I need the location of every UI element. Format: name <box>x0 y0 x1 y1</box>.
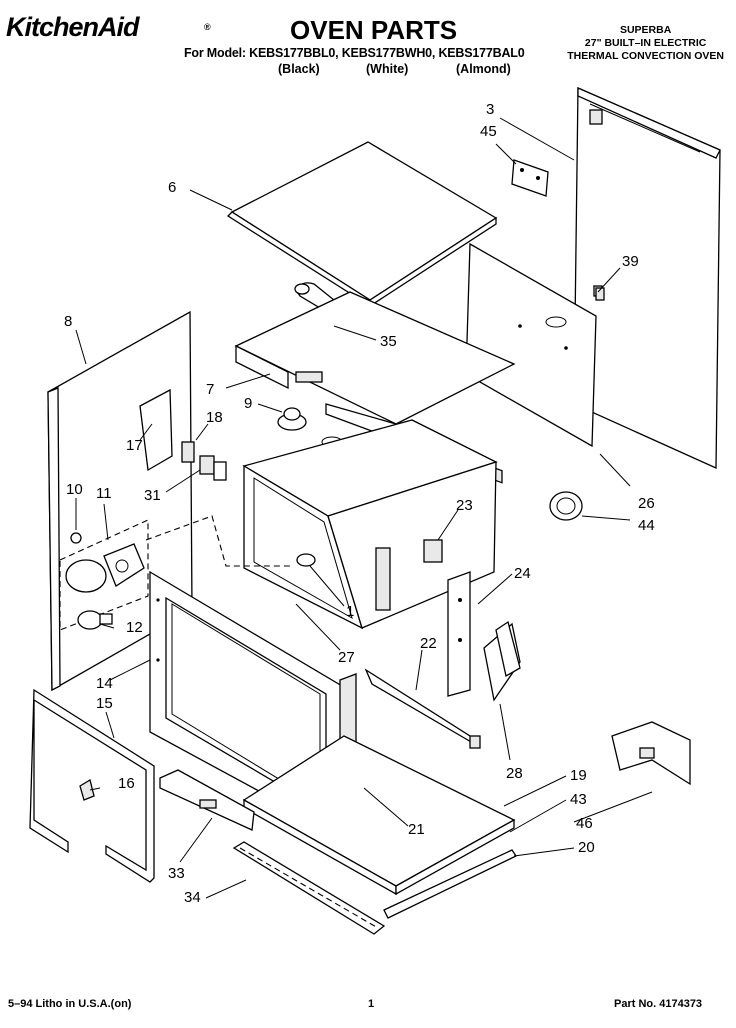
leader-lines <box>75 117 653 899</box>
callout-43: 43 <box>570 791 587 808</box>
callout-22: 22 <box>420 635 437 652</box>
callout-24: 24 <box>514 565 531 582</box>
bracket-45 <box>511 159 549 197</box>
clip-16 <box>79 778 95 801</box>
trim-33 <box>159 769 255 831</box>
callout-27: 27 <box>338 649 355 666</box>
page-title: OVEN PARTS <box>290 15 458 45</box>
footer-print-info: 5–94 Litho in U.S.A.(on) <box>8 998 132 1010</box>
switch-31 <box>199 455 215 475</box>
callout-19: 19 <box>570 767 587 784</box>
callout-26: 26 <box>638 495 655 512</box>
light-bulb-12 <box>77 610 113 630</box>
variant-black: (Black) <box>278 62 320 76</box>
wiring-guide <box>145 515 290 567</box>
callout-31: 31 <box>144 487 161 504</box>
callout-16: 16 <box>118 775 135 792</box>
callout-44: 44 <box>638 517 655 534</box>
callout-45: 45 <box>480 123 497 140</box>
callout-20: 20 <box>578 839 595 856</box>
callout-10: 10 <box>66 481 83 498</box>
callout-46: 46 <box>576 815 593 832</box>
clip-39 <box>595 287 605 301</box>
callout-3: 3 <box>486 101 495 118</box>
callout-34: 34 <box>184 889 201 906</box>
product-line-type: 27" BUILT–IN ELECTRIC <box>584 37 707 49</box>
top-panel-6 <box>226 141 498 308</box>
callout-8: 8 <box>64 313 73 330</box>
model-line: For Model: KEBS177BBL0, KEBS177BWH0, KEB… <box>184 46 525 60</box>
panel-23 <box>423 539 443 563</box>
callout-7: 7 <box>206 381 215 398</box>
switch-bracket-17 <box>139 388 173 472</box>
callout-33: 33 <box>168 865 185 882</box>
callout-23: 23 <box>456 497 473 514</box>
product-line-oven: THERMAL CONVECTION OVEN <box>567 50 724 62</box>
side-panel-right <box>573 87 721 470</box>
callout-1: 1 <box>346 603 355 620</box>
door-gasket-15 <box>29 688 155 883</box>
callout-18: 18 <box>206 409 223 426</box>
callout-17: 17 <box>126 437 143 454</box>
bracket-46 <box>611 721 691 786</box>
bottom-panel-19 <box>242 735 516 896</box>
switch-18 <box>181 441 195 463</box>
switch-plate <box>213 461 227 481</box>
product-line-series: SUPERBA <box>619 24 672 36</box>
callout-39: 39 <box>622 253 639 270</box>
callout-6: 6 <box>168 179 177 196</box>
grommet-10 <box>70 532 82 544</box>
gasket-44 <box>549 491 583 521</box>
product-description: SUPERBA 27" BUILT–IN ELECTRIC THERMAL CO… <box>567 24 724 63</box>
brand-logo: KitchenAid <box>6 12 140 42</box>
sensor-knob-9 <box>277 407 343 448</box>
support-bracket-22 <box>364 668 481 749</box>
light-socket-11 <box>59 519 149 631</box>
callout-35: 35 <box>380 333 397 350</box>
vent-grille-34 <box>232 841 386 935</box>
footer-part-number: Part No. 4174373 <box>614 998 703 1010</box>
callout-12: 12 <box>126 619 143 636</box>
callout-21: 21 <box>408 821 425 838</box>
variant-almond: (Almond) <box>456 62 511 76</box>
callout-9: 9 <box>244 395 253 412</box>
callout-11: 11 <box>96 485 112 502</box>
brand-registered-mark: ® <box>204 22 211 32</box>
footer-page-number: 1 <box>368 998 375 1010</box>
callout-28: 28 <box>506 765 523 782</box>
callout-14: 14 <box>96 675 113 692</box>
hinge-support-24 <box>447 571 471 697</box>
hinge-28 <box>483 620 521 702</box>
callout-15: 15 <box>96 695 113 712</box>
variant-white: (White) <box>366 62 409 76</box>
